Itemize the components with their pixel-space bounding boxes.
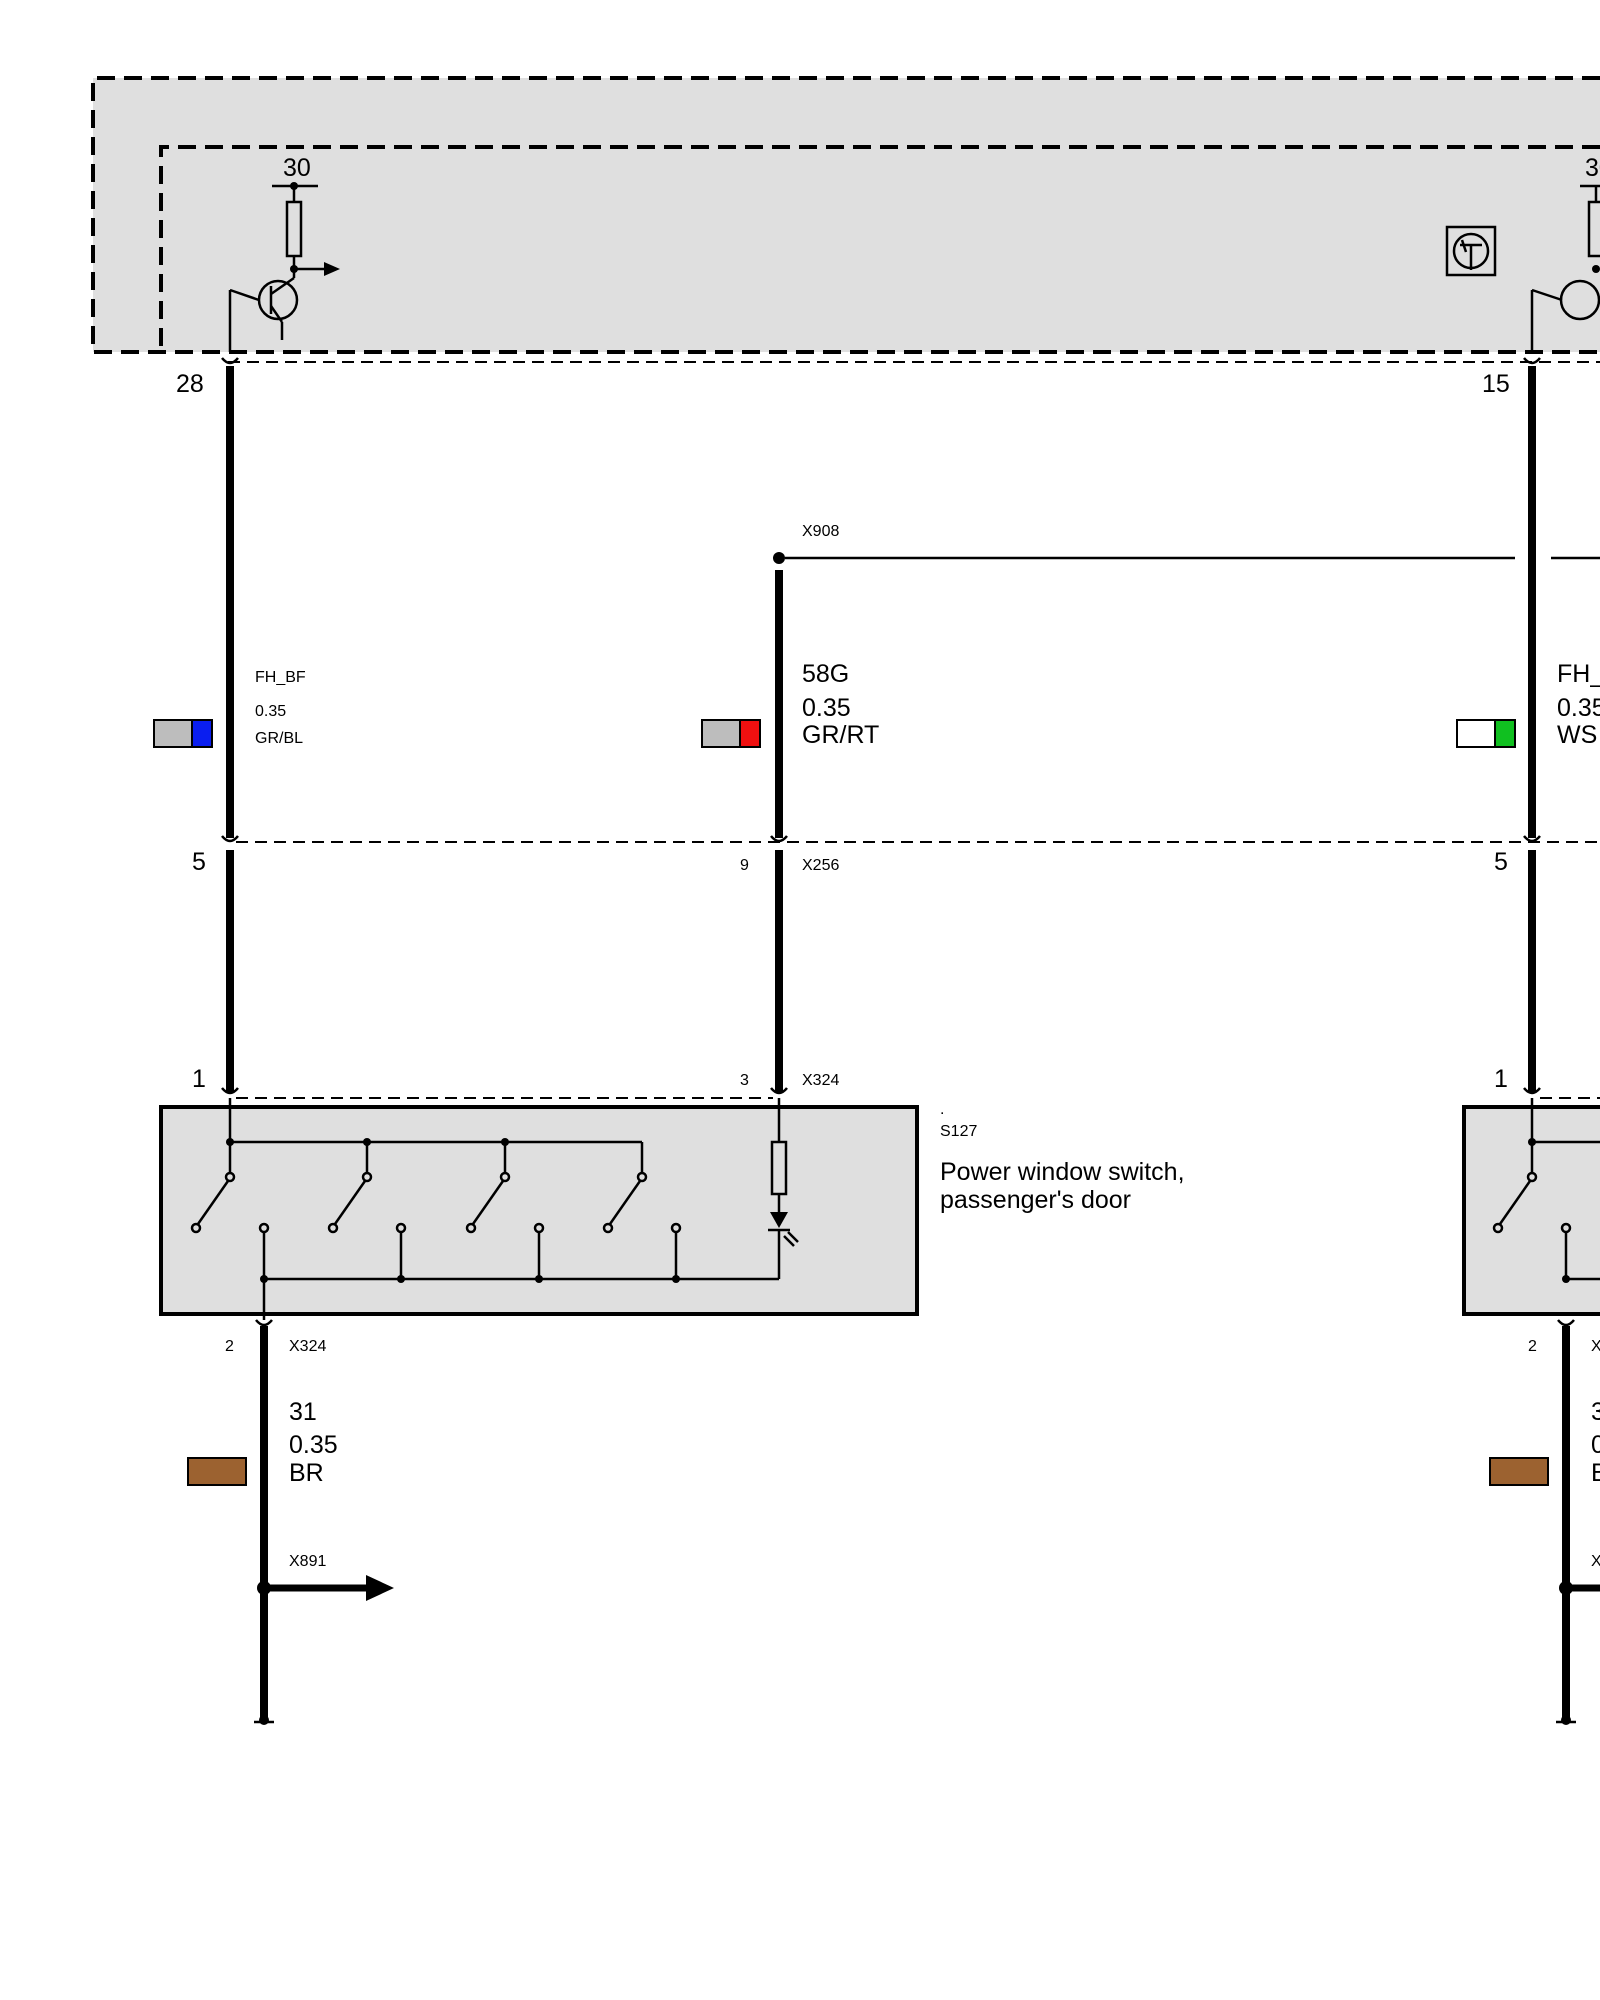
left-supply-terminal-label: 30 <box>283 154 311 182</box>
right-unit-pin-label: 15 <box>1482 370 1510 398</box>
right-ground-size-label: 0 <box>1591 1431 1600 1459</box>
right-supply-terminal-label: 30 <box>1585 154 1600 182</box>
right-ground-color-code-label: B <box>1591 1459 1600 1487</box>
fh-bf-color-swatch <box>153 719 213 748</box>
right-ground-connector-label: X <box>1591 1338 1600 1355</box>
left-unit-pin-label: 28 <box>176 370 204 398</box>
wire-58g <box>770 552 1600 1095</box>
wire-right-ground <box>1556 1319 1600 1725</box>
58g-size-label: 0.35 <box>802 694 851 722</box>
x908-connector-label: X908 <box>802 523 839 540</box>
output-stage-left <box>228 182 340 352</box>
ground-size-label: 0.35 <box>289 1431 338 1459</box>
x324-connector-label: X324 <box>802 1072 839 1089</box>
right-ground-signal-label: 3 <box>1591 1398 1600 1426</box>
right-splice-label: X <box>1591 1553 1600 1570</box>
58g-switch-pin-label: 3 <box>740 1072 749 1089</box>
ground-color-swatch <box>187 1457 247 1486</box>
58g-x256-pin-label: 9 <box>740 857 749 874</box>
right-color-code-label: WS <box>1557 721 1597 749</box>
ground-color-code-label: BR <box>289 1459 324 1487</box>
component-id-label: S127 <box>940 1123 977 1140</box>
component-name-line2: passenger's door <box>940 1186 1131 1214</box>
fh-bf-switch-pin-label: 1 <box>192 1065 206 1093</box>
wire-fh-bf <box>221 357 239 1095</box>
component-dot: . <box>940 1101 944 1118</box>
power-window-switch-s127 <box>159 1098 919 1320</box>
right-switch-pin-label: 1 <box>1494 1065 1508 1093</box>
fh-bf-x256-pin-label: 5 <box>192 848 206 876</box>
x256-connector-label: X256 <box>802 857 839 874</box>
ground-signal-label: 31 <box>289 1398 317 1426</box>
right-color-swatch <box>1456 719 1516 748</box>
control-unit <box>91 76 1600 363</box>
x891-splice-label: X891 <box>289 1553 326 1570</box>
transistor-symbol-icon <box>1445 225 1497 277</box>
fh-bf-signal-label: FH_BF <box>255 669 306 686</box>
output-stage-right <box>1530 184 1600 352</box>
fh-bf-color-code-label: GR/BL <box>255 730 303 747</box>
right-ground-color-swatch <box>1489 1457 1549 1486</box>
component-name-line1: Power window switch, <box>940 1158 1185 1186</box>
wire-ground-31 <box>254 1319 394 1725</box>
wire-right-signal <box>1523 357 1541 1095</box>
power-window-switch-right <box>1462 1098 1600 1316</box>
58g-color-code-label: GR/RT <box>802 721 879 749</box>
ground-x324-connector-label: X324 <box>289 1338 326 1355</box>
58g-color-swatch <box>701 719 761 748</box>
ground-pin-label: 2 <box>225 1338 234 1355</box>
right-ground-pin-label: 2 <box>1528 1338 1537 1355</box>
right-size-label: 0.35 <box>1557 694 1600 722</box>
58g-signal-label: 58G <box>802 660 849 688</box>
right-x256-pin-label: 5 <box>1494 848 1508 876</box>
right-signal-label: FH_ <box>1557 660 1600 688</box>
fh-bf-size-label: 0.35 <box>255 703 286 720</box>
